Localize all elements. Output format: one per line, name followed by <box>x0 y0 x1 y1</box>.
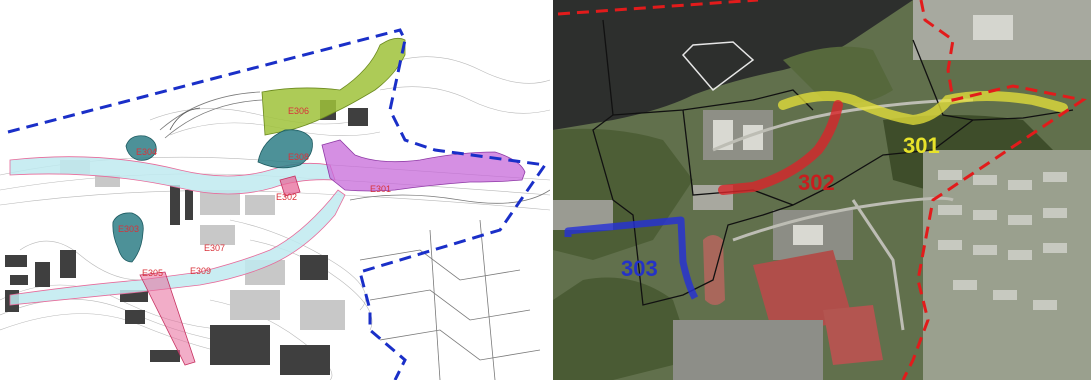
zone-pink-strip[interactable] <box>139 271 196 366</box>
zone-green[interactable] <box>261 37 406 136</box>
residential-area <box>923 150 1091 380</box>
zone-cyan-south[interactable] <box>9 189 346 306</box>
red-roof-buildings <box>703 235 883 365</box>
zone-label-e309: E309 <box>190 266 211 276</box>
zone-pink-small[interactable] <box>279 175 301 197</box>
planning-map[interactable]: E306 E304 E308 E302 E301 E303 E307 E305 … <box>0 0 550 380</box>
study-area-boundary-red <box>557 0 1087 380</box>
zone-label-e307: E307 <box>204 243 225 253</box>
zone-label-e308-mid: E308 <box>288 152 309 162</box>
route-label-302: 302 <box>798 170 835 195</box>
zone-label-e304: E304 <box>136 147 157 157</box>
zone-label-e303: E303 <box>118 224 139 234</box>
south-paved-area <box>673 320 823 380</box>
zone-teal-north[interactable] <box>125 135 157 161</box>
pier-outline <box>169 107 201 131</box>
route-label-301: 301 <box>903 133 940 158</box>
marina-pier <box>681 41 755 92</box>
residential-blocks <box>938 170 1067 310</box>
aerial-map[interactable]: 301 302 303 <box>553 0 1091 380</box>
route-301[interactable] <box>778 91 1068 126</box>
industrial-building <box>973 15 1013 40</box>
route-302[interactable] <box>718 100 843 195</box>
zone-teal-mid[interactable] <box>257 129 313 169</box>
zone-purple[interactable] <box>321 139 526 192</box>
road-outlines <box>159 91 550 380</box>
zone-label-e302: E302 <box>276 192 297 202</box>
aerial-map-canvas: 301 302 303 <box>553 0 1091 380</box>
zone-teal-south[interactable] <box>112 212 144 263</box>
zone-label-e305: E305 <box>142 268 163 278</box>
planning-map-canvas: E306 E304 E308 E302 E301 E303 E307 E305 … <box>0 28 550 380</box>
buildings <box>5 100 368 375</box>
light-buildings <box>60 160 345 330</box>
water-area <box>553 0 913 130</box>
route-303[interactable] <box>564 216 699 300</box>
route-label-303: 303 <box>621 256 658 281</box>
zone-label-e301: E301 <box>370 184 391 194</box>
zone-label-e306-north: E306 <box>288 106 309 116</box>
